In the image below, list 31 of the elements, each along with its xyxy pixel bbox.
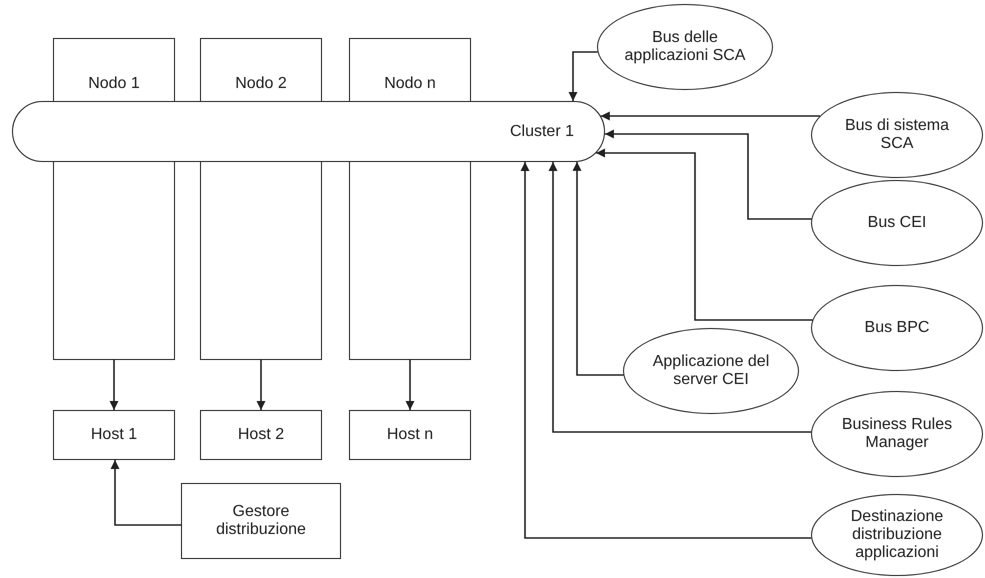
node-label: Destinazione distribuzione applicazioni <box>850 508 944 562</box>
arrow <box>256 360 266 410</box>
host-box <box>53 410 175 460</box>
node-label: Nodo n <box>384 75 436 93</box>
process-box <box>181 483 341 559</box>
node-label: Bus di sistema SCA <box>844 117 950 153</box>
node-label: Business Rules Manager <box>840 416 954 452</box>
node-label: Bus delle applicazioni SCA <box>624 29 746 65</box>
node-label: Host 2 <box>238 426 284 444</box>
node-label: Gestore distribuzione <box>215 503 307 539</box>
cluster-pill <box>12 101 605 162</box>
arrow <box>604 130 812 220</box>
arrow <box>548 162 812 433</box>
node-label: Nodo 2 <box>235 75 287 93</box>
arrow <box>110 360 118 410</box>
node-label: Nodo 1 <box>88 75 140 93</box>
node-label: Bus BPC <box>864 319 930 337</box>
arrow <box>568 51 598 101</box>
arrow <box>600 112 820 120</box>
node-label: Applicazione del server CEI <box>652 353 770 389</box>
node-label: Host 1 <box>90 426 138 444</box>
node-label: Bus CEI <box>868 214 926 232</box>
host-box <box>349 410 471 460</box>
node-label: Host n <box>386 426 434 444</box>
host-box <box>200 410 322 460</box>
arrow <box>596 148 812 321</box>
arrow <box>572 162 624 376</box>
arrow <box>406 360 414 410</box>
arrow <box>110 460 181 526</box>
node-label: Cluster 1 <box>510 122 574 140</box>
arrow <box>520 162 812 539</box>
